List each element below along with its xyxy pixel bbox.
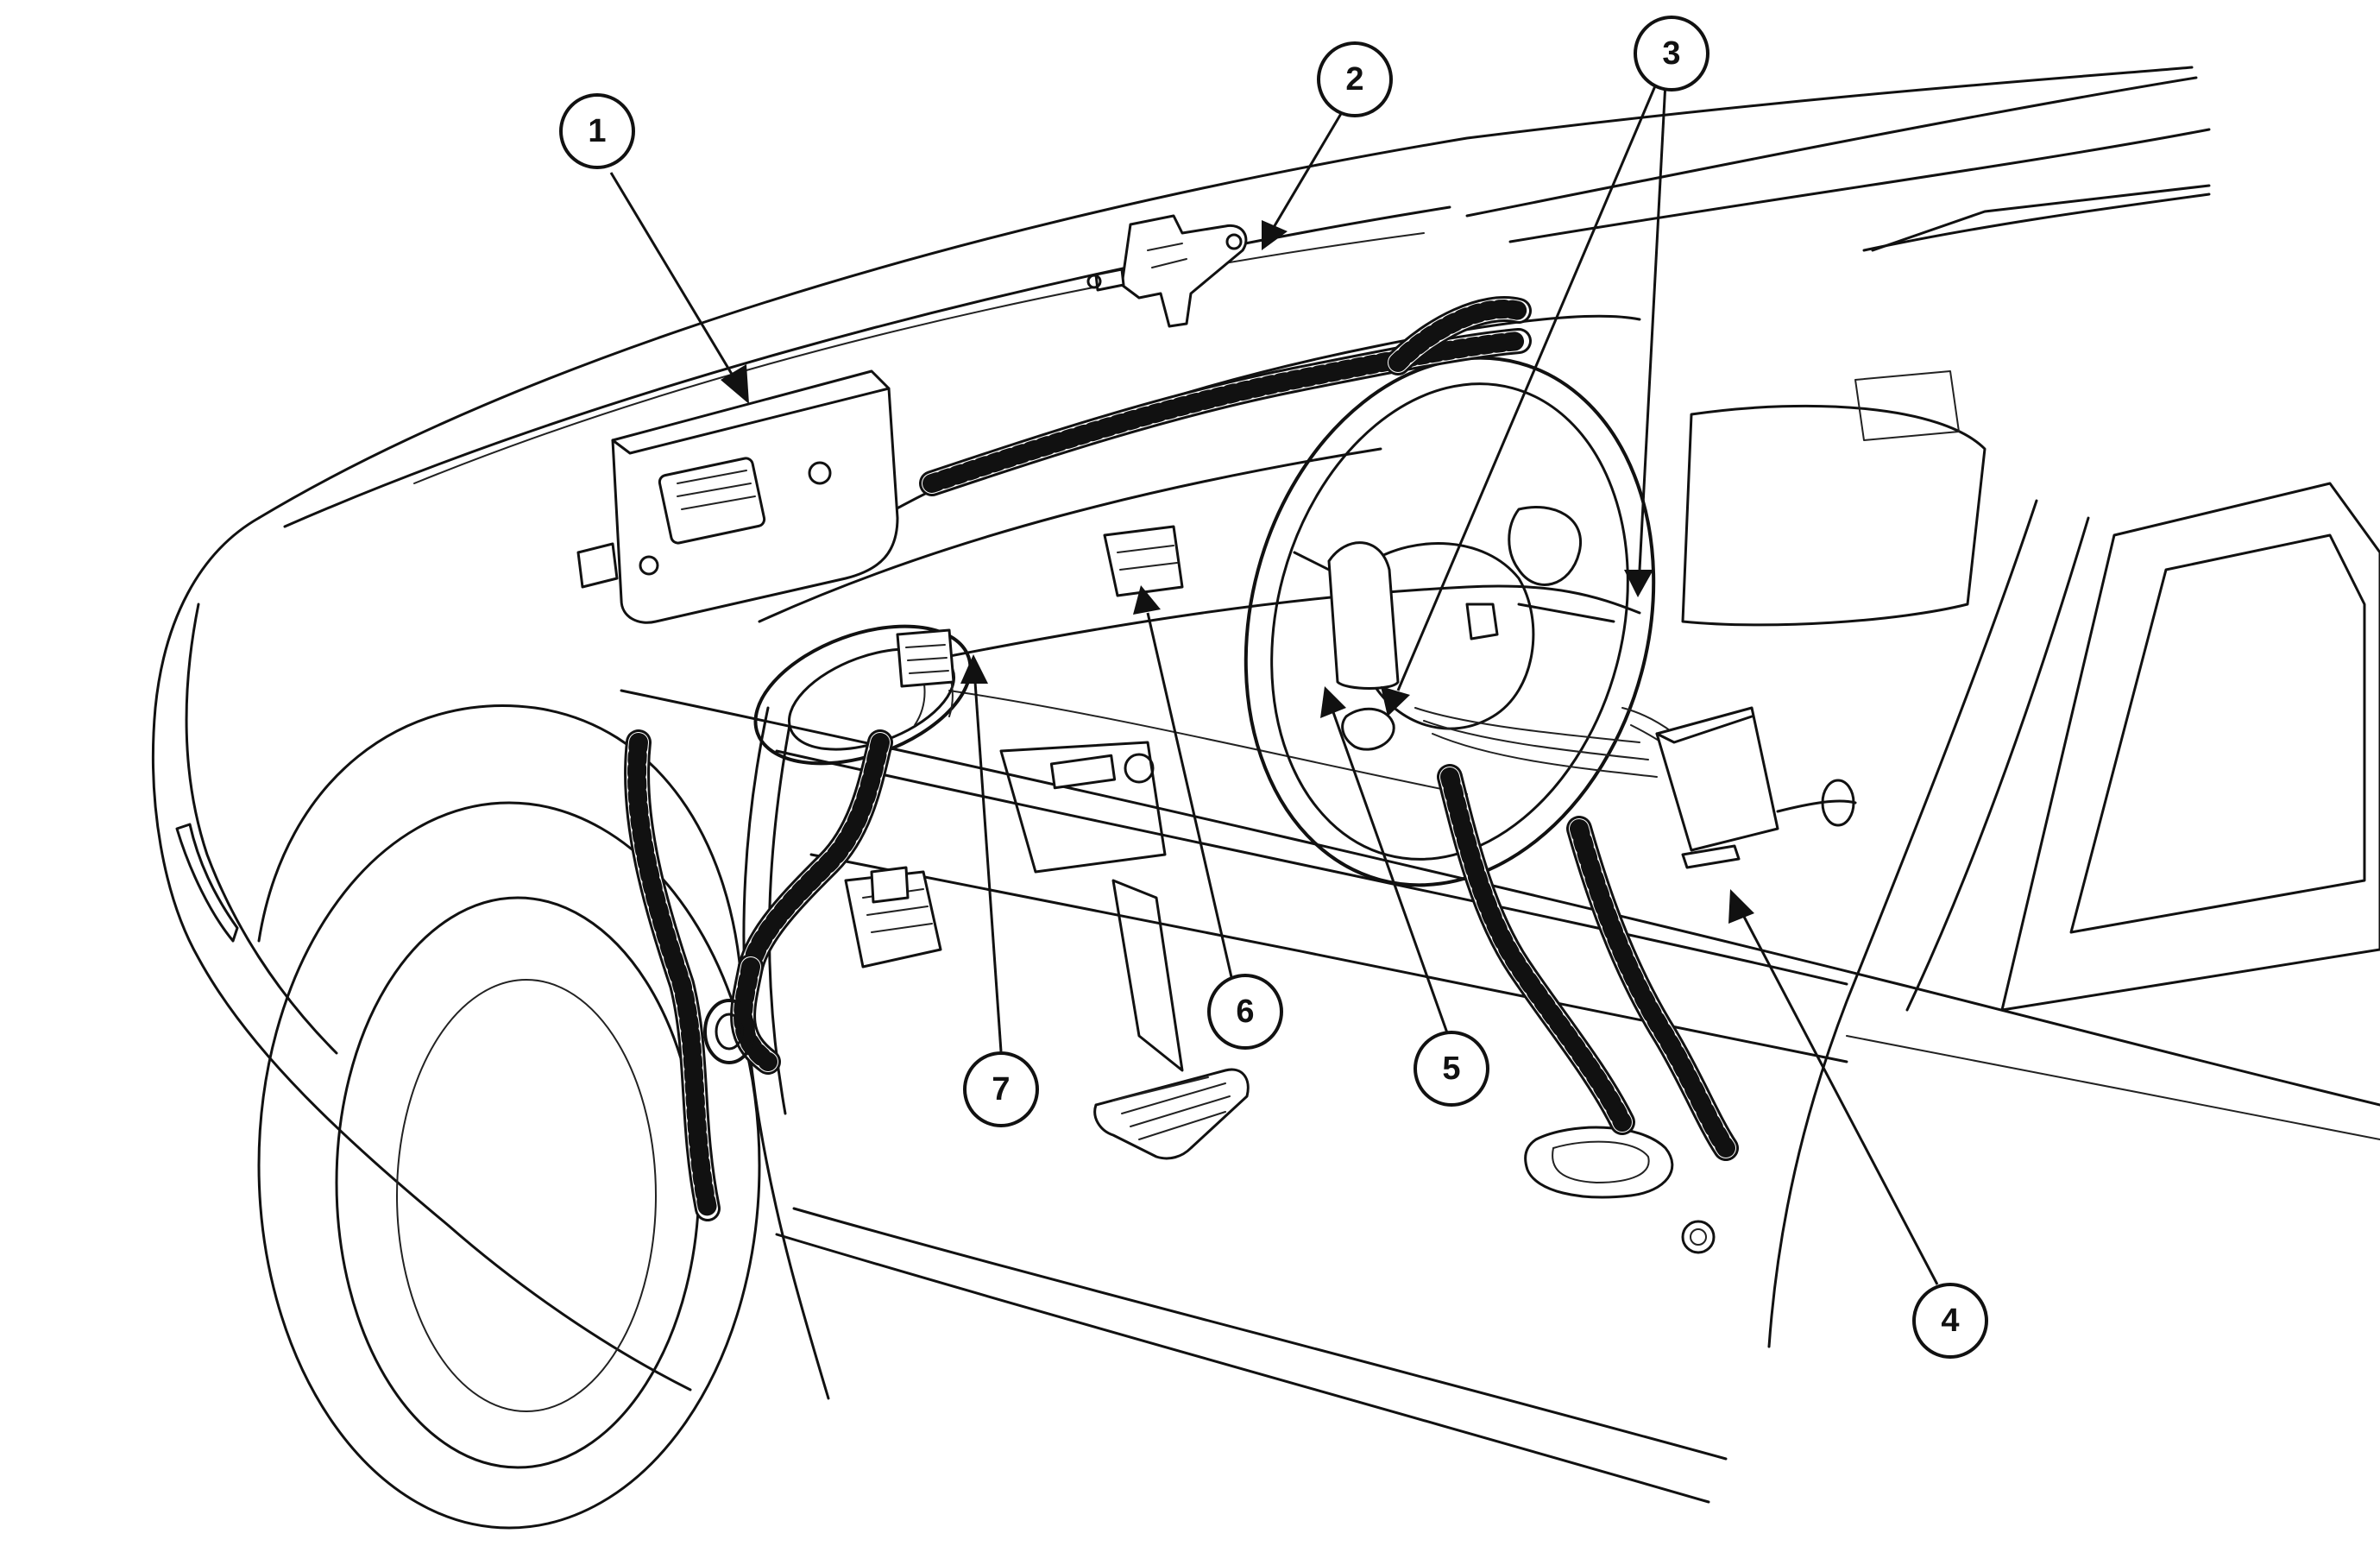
roof-line	[1465, 76, 2198, 218]
belt-line-3	[809, 853, 1848, 1063]
leader-3a	[1396, 81, 1659, 691]
leader-3b	[1638, 81, 1667, 571]
arrow-3b	[1624, 570, 1653, 597]
rocker-line-2	[775, 1233, 1710, 1504]
seat-headrest	[1854, 370, 1960, 441]
lower-connector	[844, 866, 942, 969]
lock-cylinder-inner	[1690, 1228, 1707, 1246]
leader-1	[609, 172, 740, 385]
arrow-1	[721, 364, 749, 404]
steering-wheel-inner	[1270, 382, 1629, 861]
rear-door-window	[2000, 482, 2380, 1012]
rocker-line	[792, 1207, 1728, 1461]
callout-4-label: 4	[1941, 1303, 1959, 1339]
tire-outer	[257, 801, 761, 1530]
b-pillar-inner	[1905, 516, 2090, 1012]
bracket-2	[1086, 214, 1248, 328]
leader-4	[1741, 914, 1939, 1285]
car-body	[151, 66, 2380, 1530]
belt-line-2	[775, 749, 1848, 986]
components	[576, 214, 1857, 1064]
right-vent	[1508, 505, 1582, 586]
center-knob	[1124, 753, 1155, 784]
callout-3: 3	[1634, 16, 1709, 92]
door-handle-inner	[1552, 1140, 1650, 1183]
rear-door-window-inner	[2069, 533, 2366, 934]
headlight	[175, 823, 239, 943]
a-pillar	[742, 706, 830, 1400]
callout-7: 7	[963, 1051, 1039, 1127]
steering-spoke-right	[1517, 603, 1615, 623]
arrow-6	[1133, 585, 1161, 615]
callout-5: 5	[1414, 1031, 1489, 1107]
connector-6	[1103, 525, 1184, 597]
callout-6-label: 6	[1236, 994, 1254, 1030]
arrow-3a	[1381, 686, 1410, 716]
rear-window	[1871, 184, 2211, 252]
callout-5-label: 5	[1442, 1051, 1460, 1087]
callout-3-label: 3	[1662, 35, 1680, 72]
dash-upper	[758, 447, 1382, 623]
wire-bundle-1	[1414, 707, 1658, 778]
cluster-binnacle	[1327, 541, 1400, 690]
steering-wheel-outer	[1244, 356, 1656, 887]
callout-2-label: 2	[1345, 61, 1363, 98]
connector-7	[896, 628, 955, 688]
leaders	[609, 81, 1939, 1285]
center-vent	[1049, 754, 1117, 790]
windshield-frame	[1862, 192, 2211, 252]
hood-crease	[413, 232, 1425, 484]
door-handle	[1524, 1126, 1674, 1199]
wiring-harnesses	[624, 296, 1739, 1221]
callouts: 1 2 3 4 5 6 7	[559, 16, 1988, 1359]
side-crease	[1846, 1035, 2380, 1140]
callout-2: 2	[1317, 41, 1393, 117]
leader-6	[1146, 612, 1236, 989]
pedal-arm	[1111, 879, 1184, 1072]
b-pillar	[1767, 499, 2038, 1348]
lock-cylinder	[1681, 1220, 1716, 1254]
callout-4: 4	[1912, 1283, 1988, 1359]
center-stack	[999, 741, 1167, 874]
wheel-arch	[257, 704, 744, 994]
belt-line	[620, 689, 2380, 1107]
arrow-2	[1262, 220, 1288, 250]
callout-1: 1	[559, 93, 635, 169]
dash-panel-edge	[948, 690, 1468, 795]
arrow-4	[1728, 889, 1754, 924]
roof-inner	[1508, 128, 2211, 243]
module-1	[576, 369, 899, 624]
front-fender	[151, 516, 692, 1391]
leader-5	[1332, 711, 1451, 1041]
callout-1-label: 1	[588, 113, 606, 149]
arrow-5	[1320, 686, 1346, 718]
steering-logo	[1465, 603, 1499, 641]
seat-outline	[1681, 404, 1986, 627]
arrow-7	[960, 654, 988, 684]
callout-6: 6	[1207, 974, 1283, 1050]
rim	[396, 979, 657, 1412]
leader-7	[973, 681, 1003, 1052]
grommet	[703, 999, 755, 1064]
left-vent	[1341, 707, 1395, 751]
leader-2	[1271, 111, 1344, 230]
pedal-texture	[1112, 1076, 1231, 1140]
front-bumper-line	[185, 603, 338, 1055]
module-4	[1655, 706, 1857, 869]
tire-inner	[335, 896, 701, 1469]
callout-7-label: 7	[992, 1071, 1010, 1107]
hood-top-line	[257, 66, 2194, 520]
